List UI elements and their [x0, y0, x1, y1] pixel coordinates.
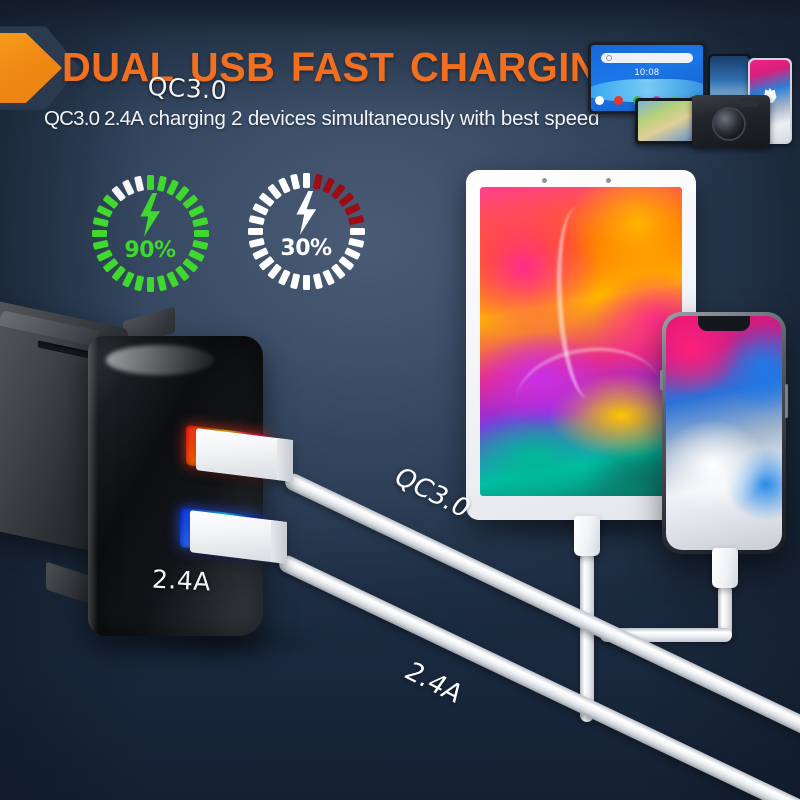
headline-word: DUAL [62, 44, 175, 90]
gauge-segment [193, 230, 209, 237]
volume-button[interactable] [660, 370, 663, 390]
gauge-segment [247, 228, 263, 235]
gauge-segment [91, 230, 107, 237]
power-button[interactable] [785, 384, 788, 418]
phone-cable-plug [712, 548, 738, 588]
headline-word: USB [189, 44, 276, 90]
sensor-icon [606, 178, 611, 183]
gauge-segment [251, 202, 269, 216]
wallpaper-swirl [510, 338, 668, 451]
phone-cable-wire [718, 584, 732, 640]
collage-search-bar-icon [601, 52, 693, 63]
gauge-segment [277, 269, 291, 286]
collage-clock: 10:08 [634, 66, 660, 77]
camera-icon [542, 178, 547, 183]
wall-charger [0, 299, 318, 650]
headline-word: FAST [290, 44, 395, 90]
gauge-segment [289, 173, 300, 190]
gauge-percent-label: 90% [124, 238, 176, 264]
gauge-segment [146, 277, 154, 292]
collage-camera [692, 95, 770, 147]
tablet-cable-plug [574, 516, 600, 556]
gauge-segment [156, 275, 167, 292]
lightning-bolt-icon [140, 192, 161, 237]
gauge-segment [133, 175, 144, 192]
phone-notch [698, 316, 750, 331]
gauge-segment [289, 273, 300, 290]
gauge-segment [321, 269, 335, 286]
page-subtitle: QC3.0 2.4A charging 2 devices simultaneo… [44, 107, 600, 131]
gauge-segment [312, 173, 323, 190]
charger-gloss-highlight [105, 345, 214, 375]
dock-app-icon [595, 95, 605, 105]
gauge-segment [312, 273, 323, 290]
gauge-segment [156, 175, 167, 192]
gauge-segment [95, 204, 113, 218]
subtitle-rest: charging 2 devices simultaneously with b… [143, 107, 600, 130]
gauge-segment [187, 204, 205, 218]
battery-gauge-90: 90% [86, 162, 214, 292]
gauge-segment [165, 271, 179, 288]
gauge-segment [302, 173, 310, 188]
gauge-segment [302, 275, 310, 290]
dock-app-icon [614, 95, 624, 105]
gauge-percent-label: 30% [280, 236, 332, 262]
tablet-device [466, 170, 696, 520]
phone-screen [666, 316, 782, 550]
tablet-screen [480, 187, 682, 496]
gauge-segment [349, 228, 365, 235]
charger-edge-highlight [88, 336, 98, 636]
gauge-segment [191, 217, 208, 228]
lightning-bolt-icon [296, 190, 317, 235]
phone-device [660, 312, 788, 554]
battery-gauge-30: 30% [242, 160, 370, 290]
gauge-segment [343, 202, 361, 216]
subtitle-lead: QC3.0 2.4A [44, 107, 144, 130]
gauge-segment [133, 275, 144, 292]
gauge-segment [347, 215, 364, 226]
charger-front-face [88, 336, 263, 636]
device-collage: 10:08 Tue, Jan 7 [580, 32, 800, 150]
gauge-segment [248, 215, 265, 226]
gauge-segment [146, 175, 154, 190]
gauge-segment [92, 217, 109, 228]
gauge-segment [121, 271, 135, 288]
tablet-cable-wire [580, 552, 594, 722]
